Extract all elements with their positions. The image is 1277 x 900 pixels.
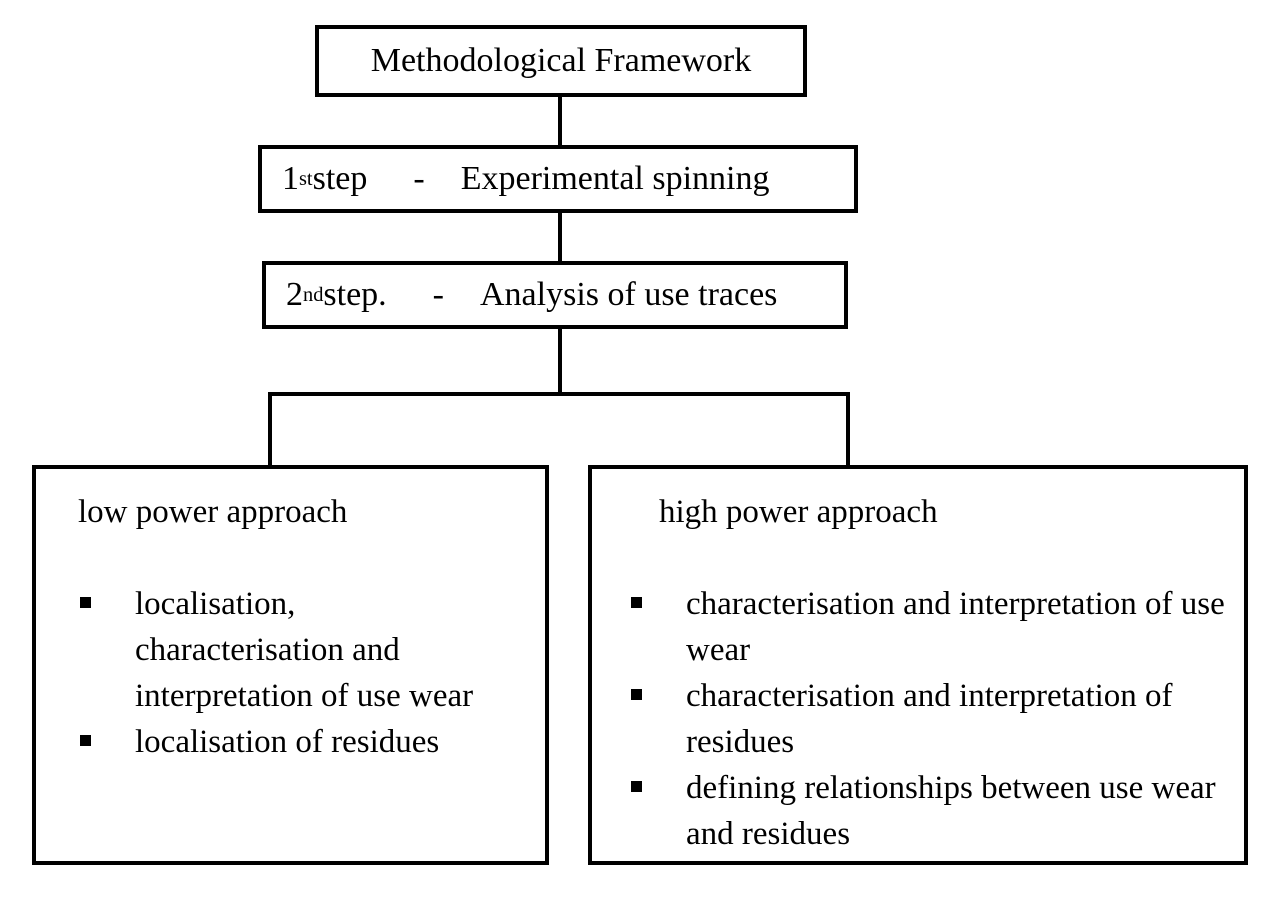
list-item-text: localisation, characterisation and inter… — [135, 586, 474, 714]
list-item-text: characterisation and interpretation of u… — [686, 586, 1225, 668]
connector-branch-to-low-power — [268, 392, 272, 465]
list-item: defining relationships between use wear … — [629, 765, 1241, 857]
connector-title-to-step1 — [558, 97, 562, 145]
title-box: Methodological Framework — [315, 25, 807, 97]
high-power-title: high power approach — [659, 494, 938, 530]
list-item-text: localisation of residues — [135, 724, 440, 760]
step2-label: Analysis of use traces — [480, 276, 778, 313]
connector-step1-to-step2 — [558, 213, 562, 261]
bullet-square-icon — [631, 689, 642, 700]
step2-number: 2 — [286, 276, 303, 313]
high-power-approach-box: high power approach characterisation and… — [588, 465, 1248, 865]
low-power-title: low power approach — [78, 494, 348, 530]
step1-number: 1 — [282, 160, 299, 197]
low-power-approach-box: low power approach localisation, charact… — [32, 465, 549, 865]
low-power-bullet-list: localisation, characterisation and inter… — [78, 581, 490, 765]
bullet-square-icon — [631, 781, 642, 792]
step2-word: step. — [323, 276, 387, 313]
list-item: localisation, characterisation and inter… — [78, 581, 490, 719]
high-power-bullet-list: characterisation and interpretation of u… — [629, 581, 1241, 857]
connector-branch-horizontal — [268, 392, 850, 396]
step1-word: step — [312, 160, 368, 197]
step2-separator: - — [432, 276, 444, 313]
connector-branch-to-high-power — [846, 392, 850, 465]
bullet-square-icon — [80, 597, 91, 608]
list-item-text: characterisation and interpretation of r… — [686, 678, 1173, 760]
step1-label: Experimental spinning — [460, 160, 770, 197]
title-box-label: Methodological Framework — [370, 42, 752, 79]
connector-step2-to-branch — [558, 329, 562, 396]
list-item-text: defining relationships between use wear … — [686, 770, 1216, 852]
step1-separator: - — [413, 160, 425, 197]
list-item: characterisation and interpretation of u… — [629, 581, 1241, 673]
bullet-square-icon — [631, 597, 642, 608]
list-item: characterisation and interpretation of r… — [629, 673, 1241, 765]
bullet-square-icon — [80, 735, 91, 746]
list-item: localisation of residues — [78, 719, 490, 765]
